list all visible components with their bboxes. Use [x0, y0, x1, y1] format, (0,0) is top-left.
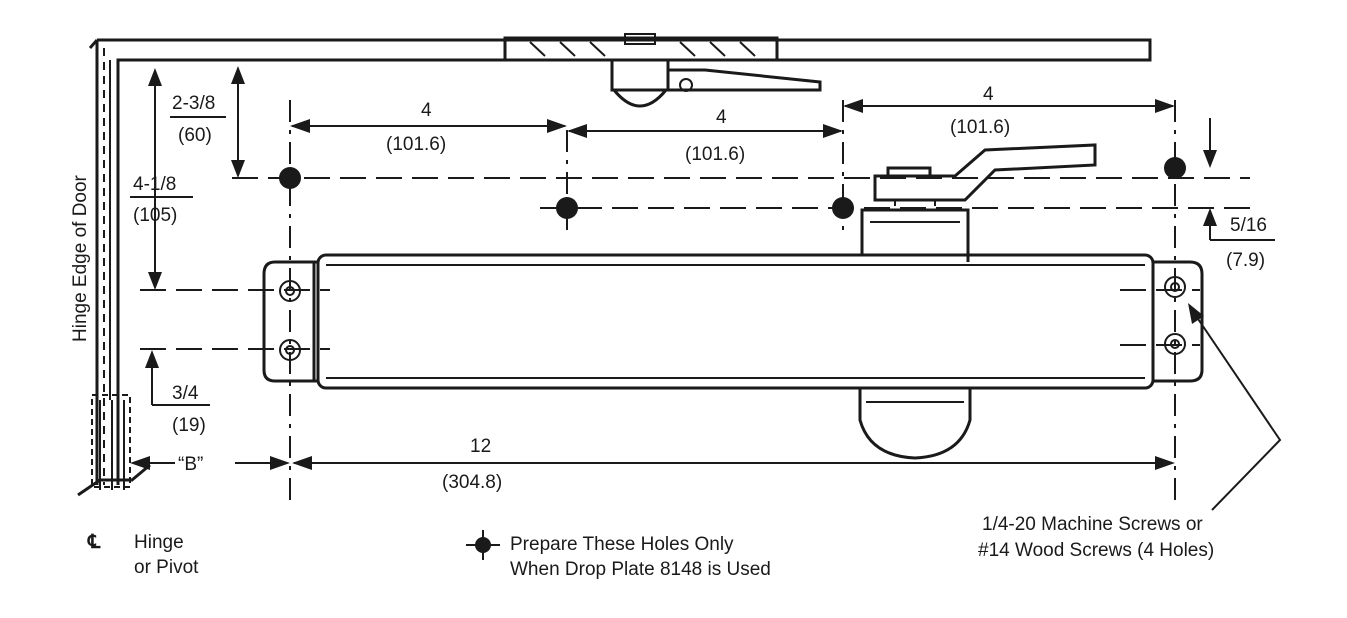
dim-span-b-metric: (101.6) — [685, 144, 745, 165]
hinge-symbol — [77, 394, 151, 497]
screw-hole-bottom-right — [1164, 333, 1186, 355]
dim-span-a — [290, 119, 567, 133]
dim-top-2-3-8 — [231, 66, 245, 178]
dim-length-frac: 12 — [470, 436, 491, 457]
dim-right-5-16 — [1203, 118, 1275, 241]
hinge-edge-label: Hinge Edge of Door — [70, 174, 91, 342]
dim-span-b-frac: 4 — [716, 107, 727, 128]
dim-hinge-frac: 4-1/8 — [133, 174, 176, 195]
drop-plate-holes — [279, 157, 1186, 219]
arm-shoe-bracket — [503, 33, 822, 108]
screws-label-line1: 1/4-20 Machine Screws or — [982, 514, 1203, 535]
dim-b-label: “B” — [178, 454, 203, 475]
reference-lines — [140, 177, 1250, 350]
dim-bottom-frac: 3/4 — [172, 383, 199, 404]
drop-plate-hole — [1164, 157, 1186, 179]
screw-hole-top-left — [279, 280, 301, 302]
dim-hinge-4-1-8 — [148, 68, 162, 290]
screw-hole-top-right — [1164, 276, 1186, 298]
legend-drop-plate-symbol — [466, 530, 500, 560]
dim-span-a-metric: (101.6) — [386, 134, 446, 155]
door-frame — [77, 38, 1152, 497]
drop-plate-hole — [279, 167, 301, 189]
screw-holes — [279, 276, 1186, 361]
dim-b-and-length — [130, 456, 1175, 470]
legend-line2: When Drop Plate 8148 is Used — [510, 559, 771, 580]
dim-span-c — [843, 99, 1175, 113]
screw-hole-bottom-left — [279, 339, 301, 361]
centerlines — [289, 100, 1176, 505]
dim-span-b — [567, 124, 843, 138]
hinge-label-line1: Hinge — [134, 532, 184, 553]
dim-bottom-3-4 — [145, 350, 159, 405]
legend-line1: Prepare These Holes Only — [510, 534, 734, 555]
dim-span-a-frac: 4 — [421, 100, 432, 121]
screws-leader — [1188, 303, 1282, 511]
dim-span-c-frac: 4 — [983, 84, 994, 105]
dim-bottom-metric: (19) — [172, 415, 206, 436]
screws-label-line2: #14 Wood Screws (4 Holes) — [978, 540, 1214, 561]
dim-span-c-metric: (101.6) — [950, 117, 1010, 138]
drop-plate-hole — [556, 197, 578, 219]
dim-right-frac: 5/16 — [1230, 215, 1267, 236]
hinge-label-line2: or Pivot — [134, 557, 199, 578]
centerline-symbol: ℄ — [87, 532, 101, 553]
dim-hinge-metric: (105) — [133, 205, 177, 226]
closer-arm — [873, 143, 1097, 206]
dim-right-metric: (7.9) — [1226, 250, 1265, 271]
drop-plate-hole — [832, 197, 854, 219]
dim-top-metric: (60) — [178, 125, 212, 146]
door-closer-body — [262, 208, 1204, 460]
dim-length-metric: (304.8) — [442, 472, 502, 493]
dim-top-frac: 2-3/8 — [172, 93, 215, 114]
